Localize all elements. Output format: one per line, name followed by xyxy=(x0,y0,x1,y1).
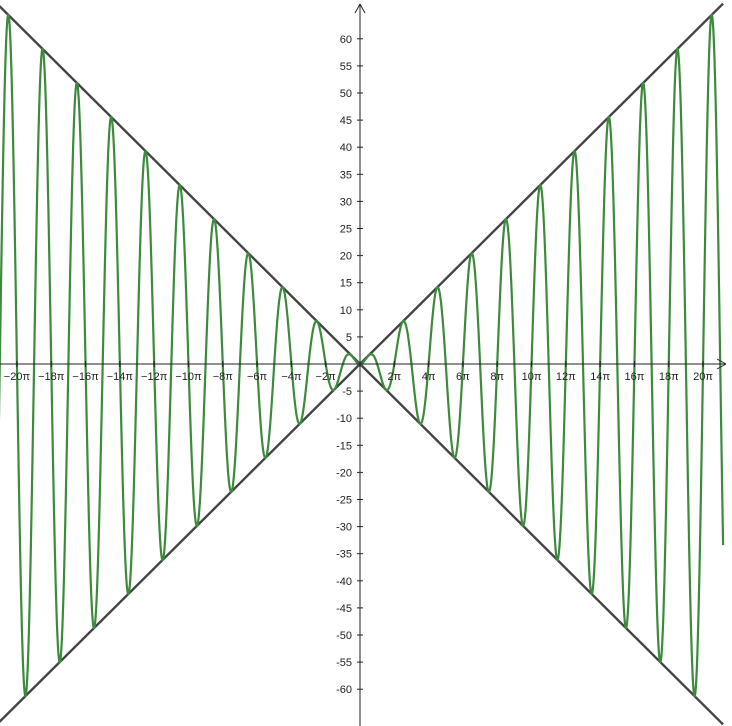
x-tick-label: −4π xyxy=(281,371,302,383)
x-tick-label: −14π xyxy=(107,371,134,383)
y-tick-label: -60 xyxy=(336,684,352,696)
y-tick-label: 30 xyxy=(340,196,352,208)
x-tick-label: −8π xyxy=(213,371,234,383)
y-tick-label: 45 xyxy=(340,115,352,127)
y-tick-label: -50 xyxy=(336,630,352,642)
x-tick-label: 4π xyxy=(422,371,436,383)
y-tick-label: 15 xyxy=(340,278,352,290)
x-tick-label: −10π xyxy=(175,371,202,383)
x-axis-arrow xyxy=(716,358,727,370)
y-tick-label: 25 xyxy=(340,224,352,236)
y-tick-label: -45 xyxy=(336,603,352,615)
oscillating-curve xyxy=(0,13,725,698)
x-tick-label: −12π xyxy=(141,371,168,383)
x-tick-label: 8π xyxy=(490,371,504,383)
x-tick-label: 14π xyxy=(590,371,610,383)
y-tick-label: -15 xyxy=(336,440,352,452)
y-tick-label: -20 xyxy=(336,467,352,479)
y-tick-label: -5 xyxy=(342,386,352,398)
y-axis-arrow xyxy=(354,3,366,14)
y-tick-label: -40 xyxy=(336,576,352,588)
y-tick-label: -55 xyxy=(336,657,352,669)
y-tick-label: 5 xyxy=(346,332,352,344)
x-tick-label: −18π xyxy=(38,371,65,383)
x-tick-label: 18π xyxy=(659,371,679,383)
y-tick-label: 35 xyxy=(340,169,352,181)
x-axis-ticks: −20π −18π −16π −14π −12π −10π −8π −6π −4π −2π 2π 4π… xyxy=(4,361,713,383)
y-axis-ticks: 60 55 50 45 40 35 30 25 20 15 10 5 -5 -10 -15 -20 -25 -30… xyxy=(336,34,363,696)
x-tick-label: 20π xyxy=(693,371,713,383)
x-tick-label: 6π xyxy=(456,371,470,383)
y-tick-label: 20 xyxy=(340,251,352,263)
series-line-0 xyxy=(0,13,725,698)
x-tick-label: −16π xyxy=(72,371,99,383)
axes xyxy=(0,3,727,726)
y-tick-label: -35 xyxy=(336,549,352,561)
y-tick-label: 50 xyxy=(340,88,352,100)
x-tick-label: 2π xyxy=(387,371,401,383)
y-tick-label: -30 xyxy=(336,522,352,534)
y-tick-label: -10 xyxy=(336,413,352,425)
x-tick-label: 12π xyxy=(556,371,576,383)
y-tick-label: 60 xyxy=(340,34,352,46)
x-tick-label: 16π xyxy=(625,371,645,383)
x-tick-label: 10π xyxy=(522,371,542,383)
y-tick-label: 55 xyxy=(340,61,352,73)
x-tick-label: −6π xyxy=(247,371,268,383)
y-tick-label: -25 xyxy=(336,495,352,507)
x-tick-label: −2π xyxy=(316,371,337,383)
y-tick-label: 10 xyxy=(340,305,352,317)
x-tick-label: −20π xyxy=(4,371,31,383)
y-tick-label: 40 xyxy=(340,142,352,154)
